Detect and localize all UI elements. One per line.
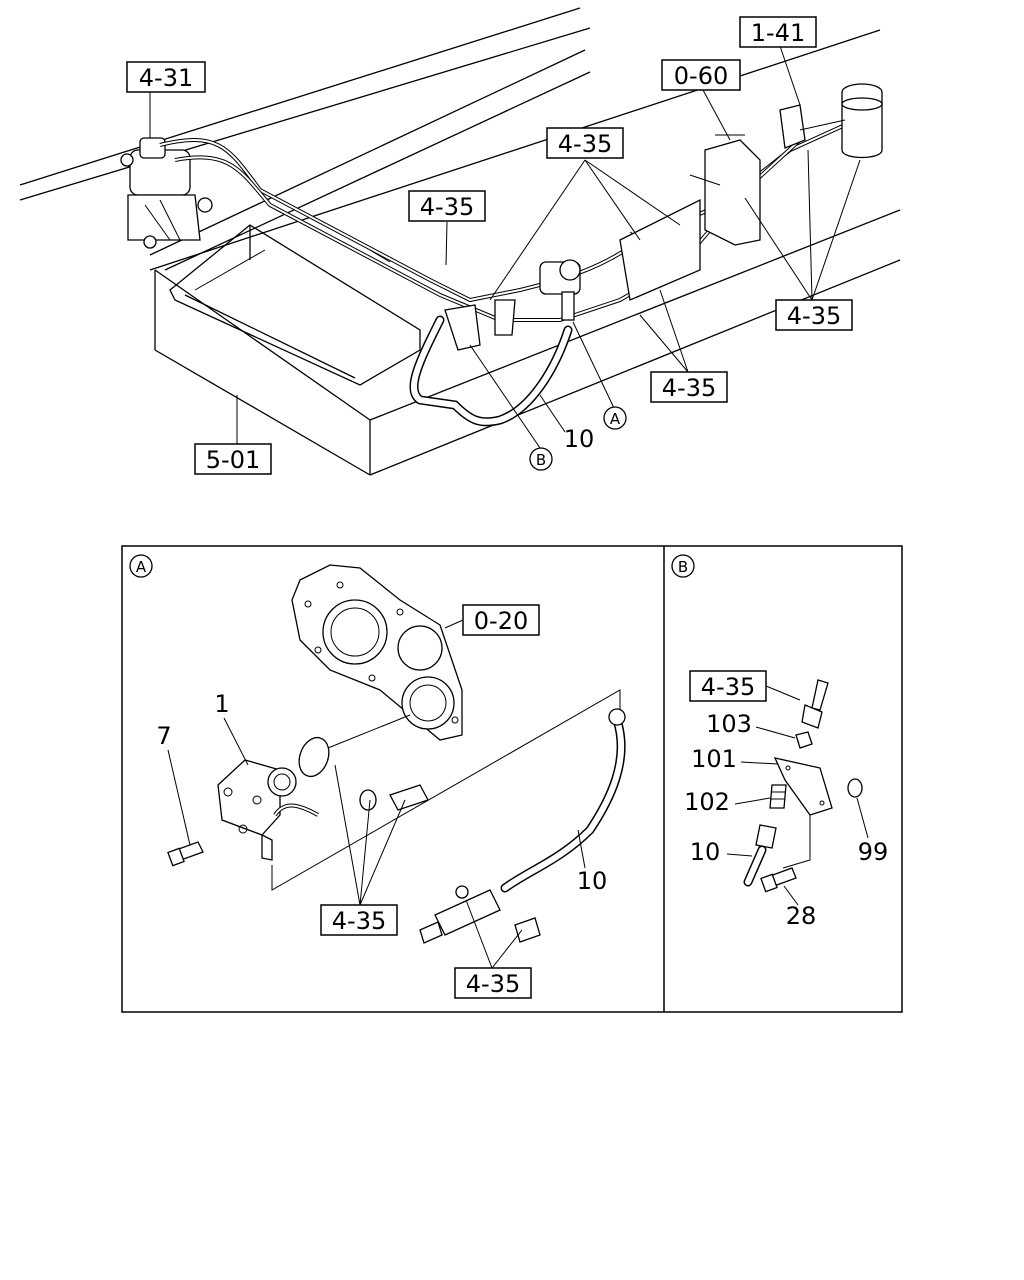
callout-5-01: 5-01 [194,443,272,475]
leaders-4-35-left [334,764,406,906]
bolt-7 [167,841,204,867]
assembly-line-a [271,689,621,891]
svg-text:4-35: 4-35 [787,302,841,330]
detail-marker-a-overview: A [603,406,627,430]
callout-4-35-mid: 4-35 [408,190,486,222]
connector-sleeve [389,784,429,811]
part-label-99: 99 [858,838,889,866]
svg-text:A: A [136,558,147,576]
part-label-102: 102 [684,788,730,816]
hose-10-overview [409,315,573,427]
pump-overview [539,259,581,321]
chassis-frame-drawing [19,7,901,476]
o-ring [298,736,330,778]
leader-0-20 [444,619,464,629]
pipe-fitting-top [801,679,829,729]
svg-text:4-35: 4-35 [420,193,474,221]
callout-0-60: 0-60 [661,59,741,91]
callout-4-35-detail-b: 4-35 [689,670,767,702]
bolt-28 [760,867,797,893]
nut-103 [795,731,813,749]
leader-99 [856,797,869,839]
part-label-10-detail-a: 10 [577,867,608,895]
bracket-101 [773,757,833,816]
lower-fitting [419,885,541,944]
detail-a-marker: A [129,554,153,578]
master-cylinder-assembly [120,137,213,249]
assembly-line-b [782,815,811,869]
part-label-7: 7 [156,722,171,750]
callout-4-35-top: 4-35 [546,127,624,159]
svg-text:5-01: 5-01 [206,446,260,474]
svg-text:4-35: 4-35 [332,907,386,935]
leader-102 [734,797,771,805]
leader-10-a [577,829,586,869]
svg-text:4-35: 4-35 [558,130,612,158]
booster-assembly [619,134,761,301]
svg-text:4-31: 4-31 [139,64,193,92]
mounting-plate-drawing [291,564,463,741]
hose-end-10 [743,824,777,887]
part-label-1: 1 [214,690,229,718]
o-ring-leader [327,714,411,749]
callout-4-35-right: 4-35 [775,299,853,331]
hose-number-10-overview: 10 [564,425,595,453]
part-label-10-detail-b: 10 [690,838,721,866]
detail-marker-b-overview: B [529,447,553,471]
nipple-102 [769,784,787,809]
leader-7 [167,749,191,846]
callout-0-20: 0-20 [462,604,540,636]
detail-panels-frame [121,545,903,1013]
leader-10-b [726,853,753,857]
hose-10-detail [500,708,626,893]
leader-28 [783,885,799,906]
leader-101 [740,761,779,765]
svg-text:0-60: 0-60 [674,62,728,90]
svg-text:4-35: 4-35 [466,970,520,998]
callout-4-35-low: 4-35 [650,371,728,403]
callout-4-31: 4-31 [126,61,206,93]
callout-1-41: 1-41 [739,16,817,48]
seal-cap [359,789,377,811]
leader-4-35-b [765,685,801,701]
leader-103 [755,726,796,739]
callout-4-35-detail-a-bottom: 4-35 [454,967,532,999]
svg-text:A: A [610,410,621,428]
callout-4-35-detail-a-left: 4-35 [320,904,398,936]
overview-leaders [149,45,861,449]
bracket-overview [444,299,516,351]
svg-text:4-35: 4-35 [701,673,755,701]
pump-part-1 [217,759,319,861]
svg-text:4-35: 4-35 [662,374,716,402]
svg-text:1-41: 1-41 [751,19,805,47]
svg-text:B: B [678,558,688,576]
svg-text:B: B [536,451,546,469]
part-label-28: 28 [786,902,817,930]
fluid-reservoir [779,83,883,159]
part-label-103: 103 [706,710,752,738]
detail-b-marker: B [671,554,695,578]
leaders-4-35-bottom [465,899,523,969]
part-label-101: 101 [691,745,737,773]
washer-99 [847,778,863,798]
svg-text:0-20: 0-20 [474,607,528,635]
leader-1 [223,717,249,766]
